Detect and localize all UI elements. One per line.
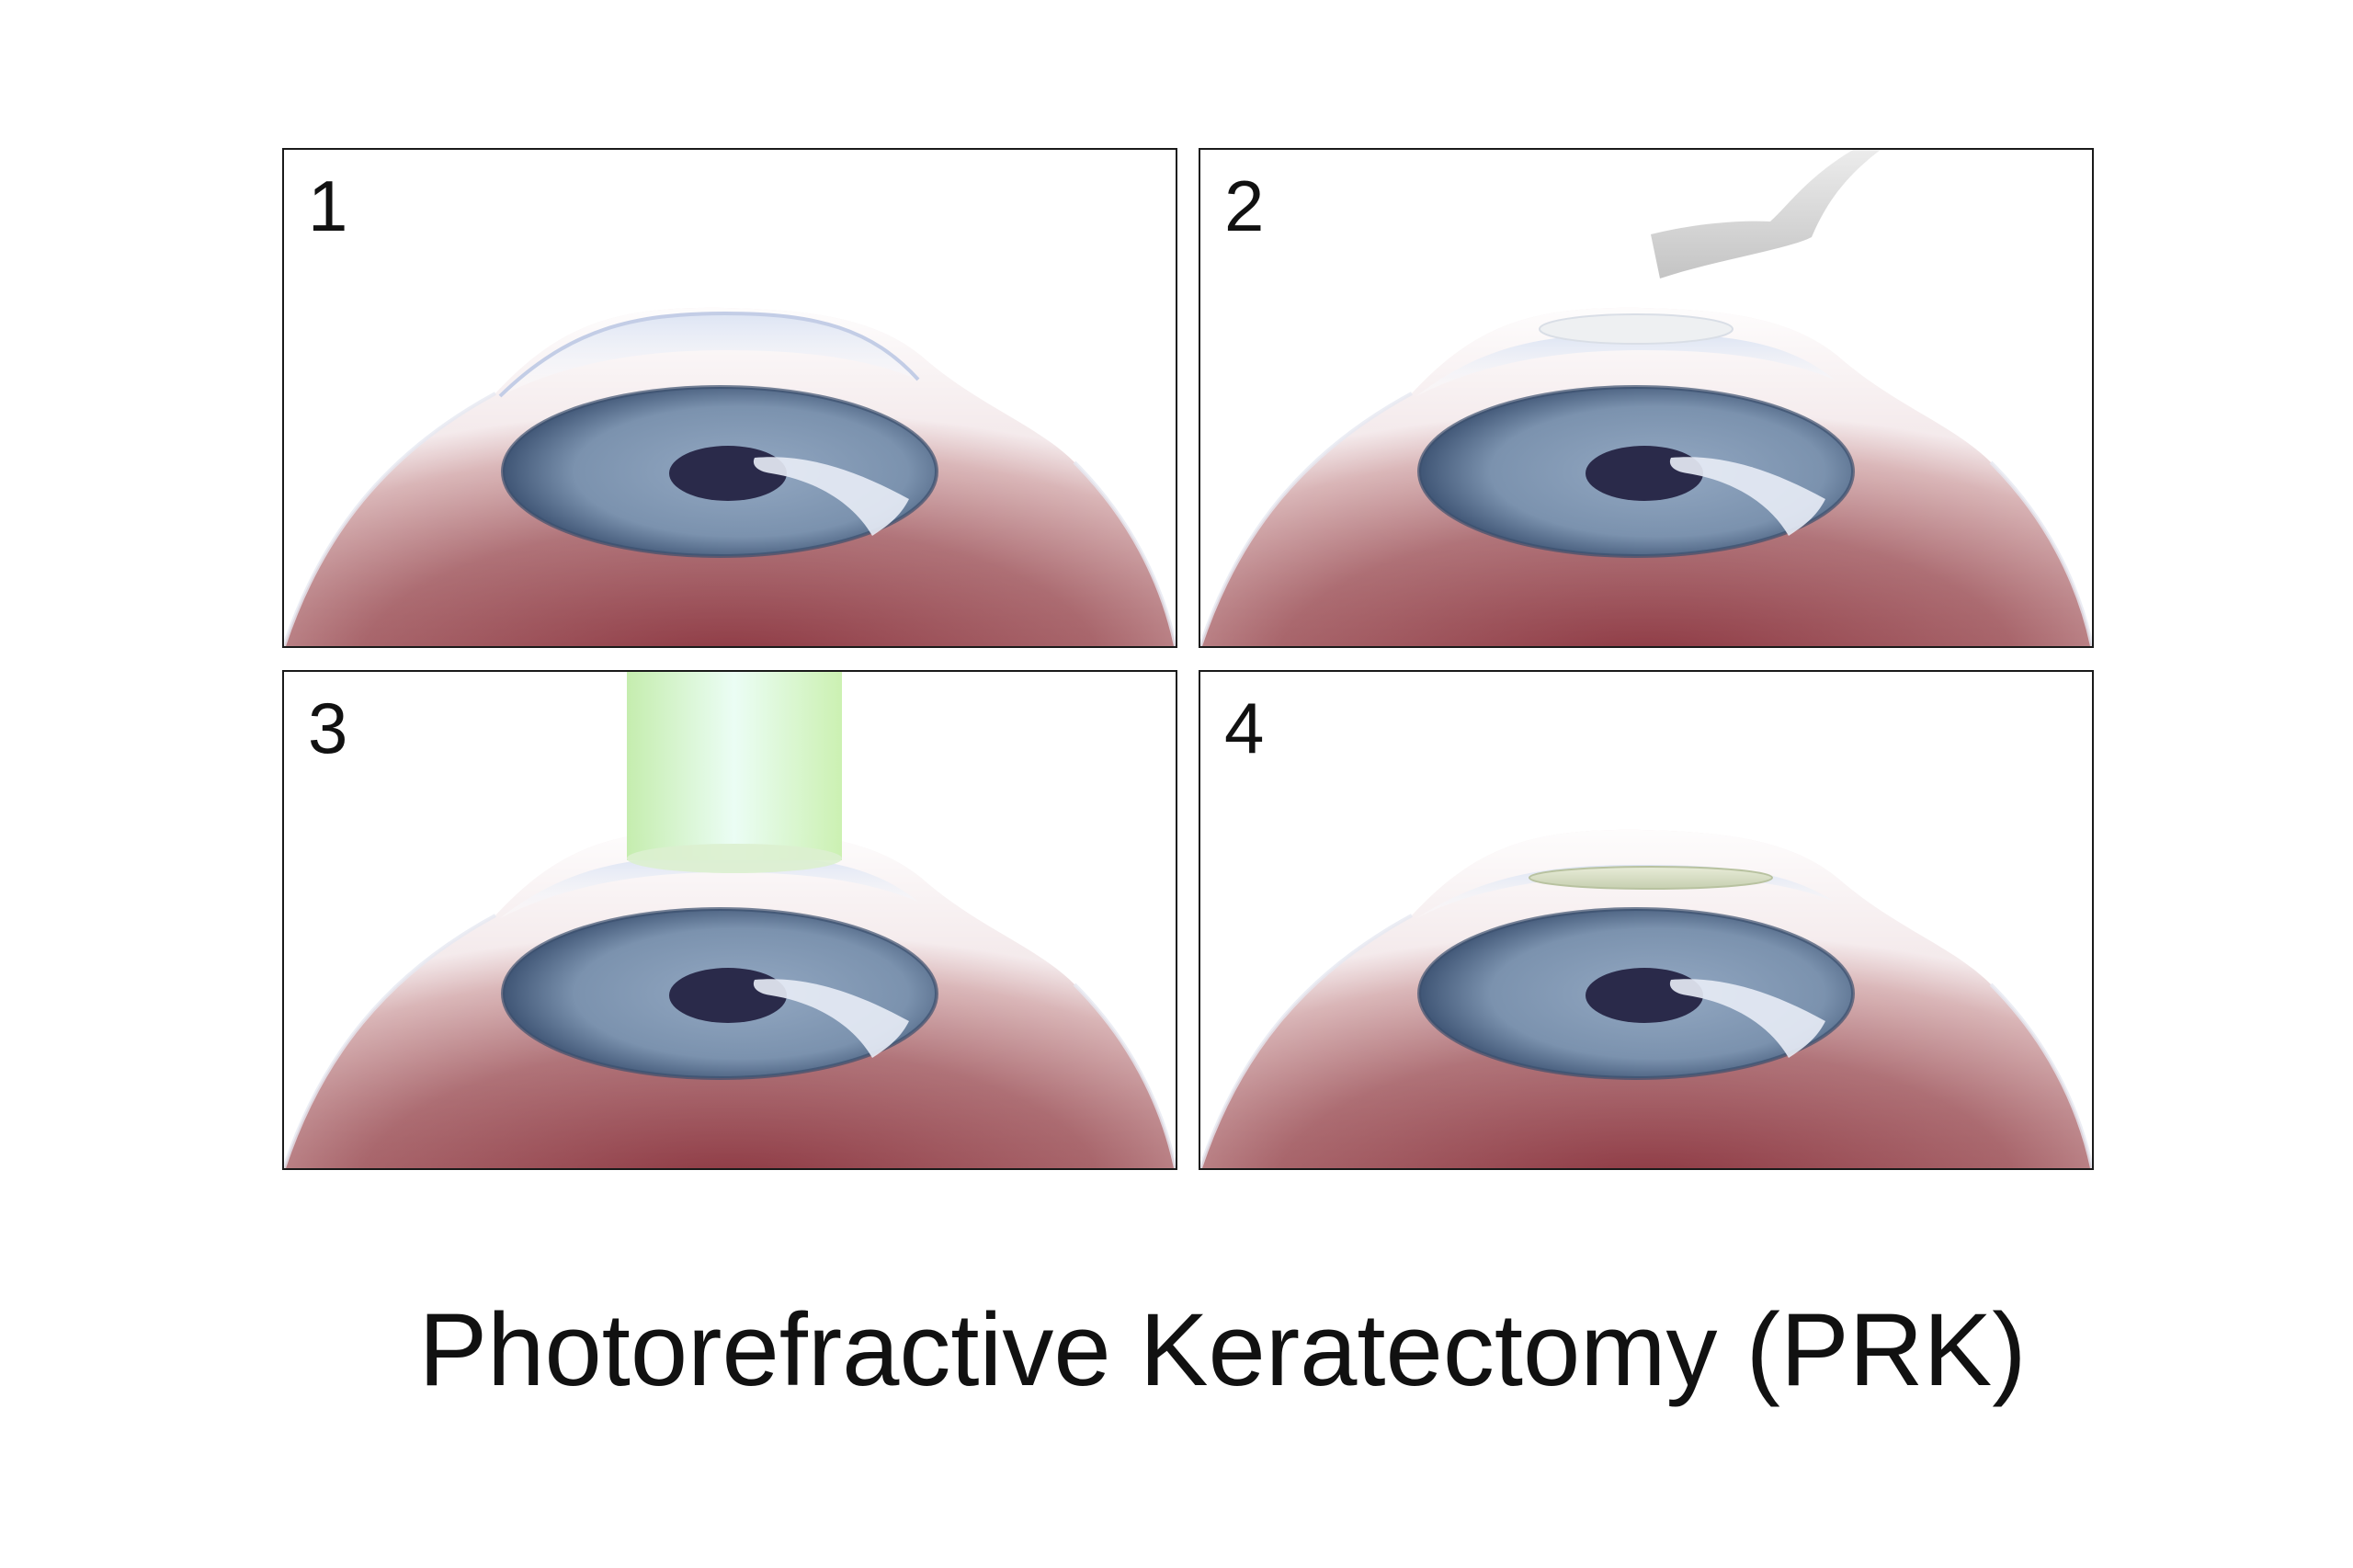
cornea	[500, 856, 918, 918]
removed-epithelium-area	[1539, 313, 1733, 345]
eye	[1200, 308, 2092, 646]
step-4-illustration	[1200, 672, 2092, 1168]
cornea	[1416, 334, 1835, 396]
bandage-contact-lens	[1529, 866, 1773, 890]
laser-spot	[627, 844, 842, 873]
figure-title: Photorefractive Keratectomy (PRK)	[418, 1292, 2027, 1407]
step-2-panel: 2	[1199, 148, 2094, 648]
laser-beam	[627, 672, 842, 860]
step-3-panel: 3	[282, 670, 1177, 1170]
step-2-number: 2	[1224, 165, 1265, 246]
cornea	[500, 313, 918, 396]
step-4-number: 4	[1224, 687, 1265, 768]
cornea-outline	[498, 311, 920, 398]
step-1-panel: 1	[282, 148, 1177, 648]
eye	[284, 830, 1176, 1168]
step-4-panel: 4	[1199, 670, 2094, 1170]
step-3-illustration	[284, 672, 1176, 1168]
figure-title-container: Photorefractive Keratectomy (PRK)	[0, 1291, 2353, 1410]
step-3-number: 3	[308, 687, 348, 768]
spatula-instrument	[1651, 150, 1881, 278]
step-2-illustration	[1200, 150, 2092, 646]
eye	[284, 308, 1176, 646]
step-1-number: 1	[308, 165, 348, 246]
step-1-illustration	[284, 150, 1176, 646]
